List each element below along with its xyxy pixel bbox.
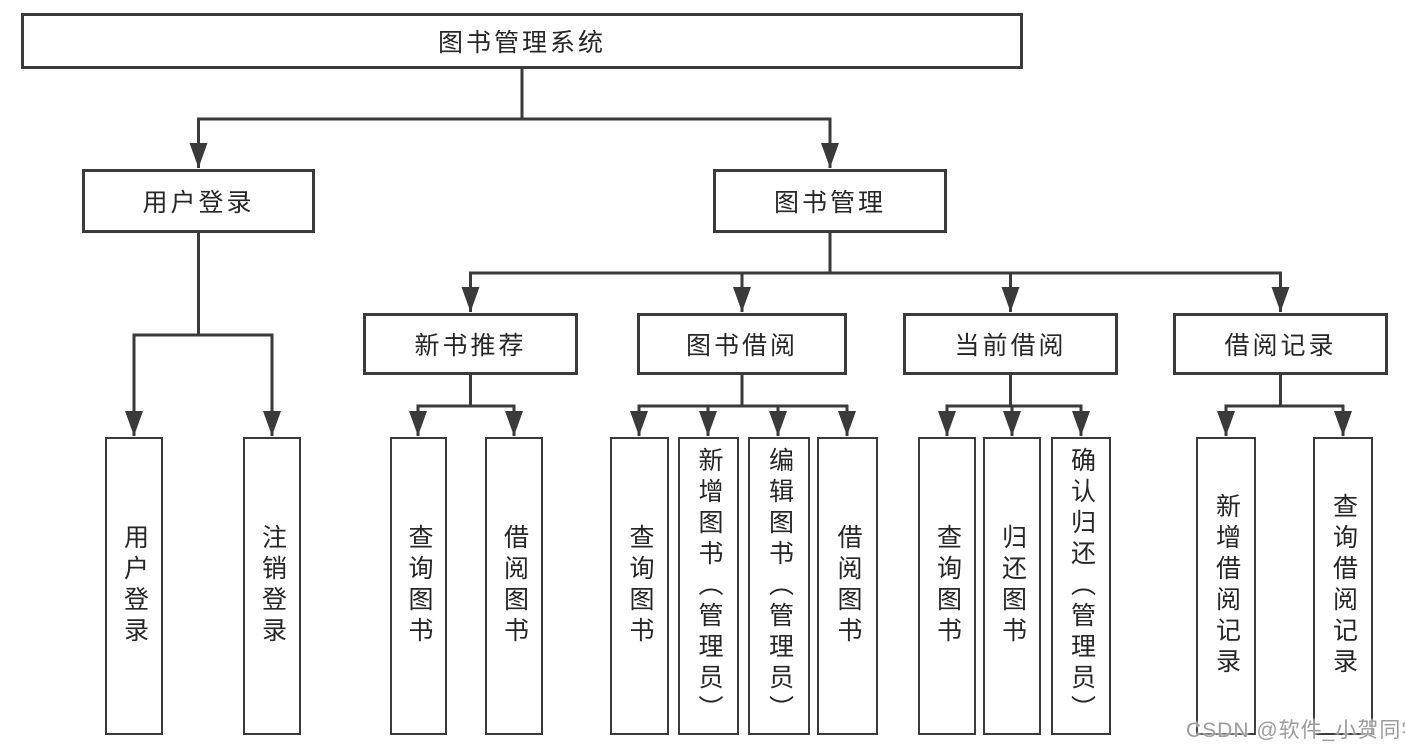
connector-root-to-level2 bbox=[197, 67, 832, 168]
leaf-confirm-return-admin: 确认归还（管理员） bbox=[1051, 437, 1111, 735]
arrowheads bbox=[125, 143, 1352, 436]
leaf-borrow-books: 借阅图书 bbox=[817, 437, 878, 735]
arrow-down-icon bbox=[733, 287, 751, 312]
arrow-down-icon bbox=[938, 411, 956, 436]
leaf-query-books: 查询图书 bbox=[390, 437, 447, 735]
arrow-down-icon bbox=[1072, 411, 1090, 436]
connector-bookmgmt-to-level3 bbox=[469, 233, 1282, 312]
arrow-down-icon bbox=[1001, 287, 1020, 312]
connector-userlogin-to-leaves bbox=[132, 233, 274, 436]
arrow-down-icon bbox=[263, 411, 281, 436]
leaf-query-books: 查询图书 bbox=[610, 437, 669, 735]
connector-newbook-to-leaves bbox=[416, 375, 516, 436]
arrow-down-icon bbox=[189, 143, 208, 168]
arrow-down-icon bbox=[505, 411, 523, 436]
arrow-down-icon bbox=[125, 411, 143, 436]
leaf-borrow-books: 借阅图书 bbox=[485, 437, 543, 735]
leaf-edit-book-admin: 编辑图书（管理员） bbox=[748, 437, 810, 735]
arrow-down-icon bbox=[821, 143, 839, 168]
connector-bookborrow-to-leaves bbox=[637, 375, 849, 436]
arrow-down-icon bbox=[1003, 411, 1021, 436]
arrow-down-icon bbox=[838, 411, 856, 436]
arrow-down-icon bbox=[409, 411, 427, 436]
arrow-down-icon bbox=[630, 411, 648, 436]
arrow-down-icon bbox=[461, 287, 480, 312]
leaf-return-book: 归还图书 bbox=[983, 437, 1041, 735]
arrow-down-icon bbox=[699, 411, 717, 436]
leaf-add-book-admin: 新增图书（管理员） bbox=[678, 437, 739, 735]
connector-borrowrecords-to-leaves bbox=[1224, 375, 1345, 436]
node-borrow-records: 借阅记录 bbox=[1173, 313, 1388, 375]
watermark: CSDN @软件_小贺同学 bbox=[1186, 719, 1405, 742]
node-book-borrow: 图书借阅 bbox=[637, 313, 847, 375]
node-library-management-system: 图书管理系统 bbox=[21, 13, 1023, 69]
leaf-logout: 注销登录 bbox=[243, 437, 301, 735]
arrow-down-icon bbox=[1217, 411, 1235, 436]
arrow-down-icon bbox=[1334, 411, 1352, 436]
leaf-query-books: 查询图书 bbox=[918, 437, 976, 735]
node-current-borrow: 当前借阅 bbox=[903, 313, 1118, 375]
leaf-add-borrow-record: 新增借阅记录 bbox=[1196, 437, 1256, 735]
leaf-user-login: 用户登录 bbox=[105, 437, 163, 735]
arrow-down-icon bbox=[769, 411, 787, 436]
node-new-book-recommend: 新书推荐 bbox=[363, 313, 578, 375]
leaf-query-borrow-record: 查询借阅记录 bbox=[1313, 437, 1373, 735]
arrow-down-icon bbox=[1271, 287, 1290, 312]
node-book-management: 图书管理 bbox=[713, 169, 947, 233]
node-user-login: 用户登录 bbox=[82, 169, 315, 233]
